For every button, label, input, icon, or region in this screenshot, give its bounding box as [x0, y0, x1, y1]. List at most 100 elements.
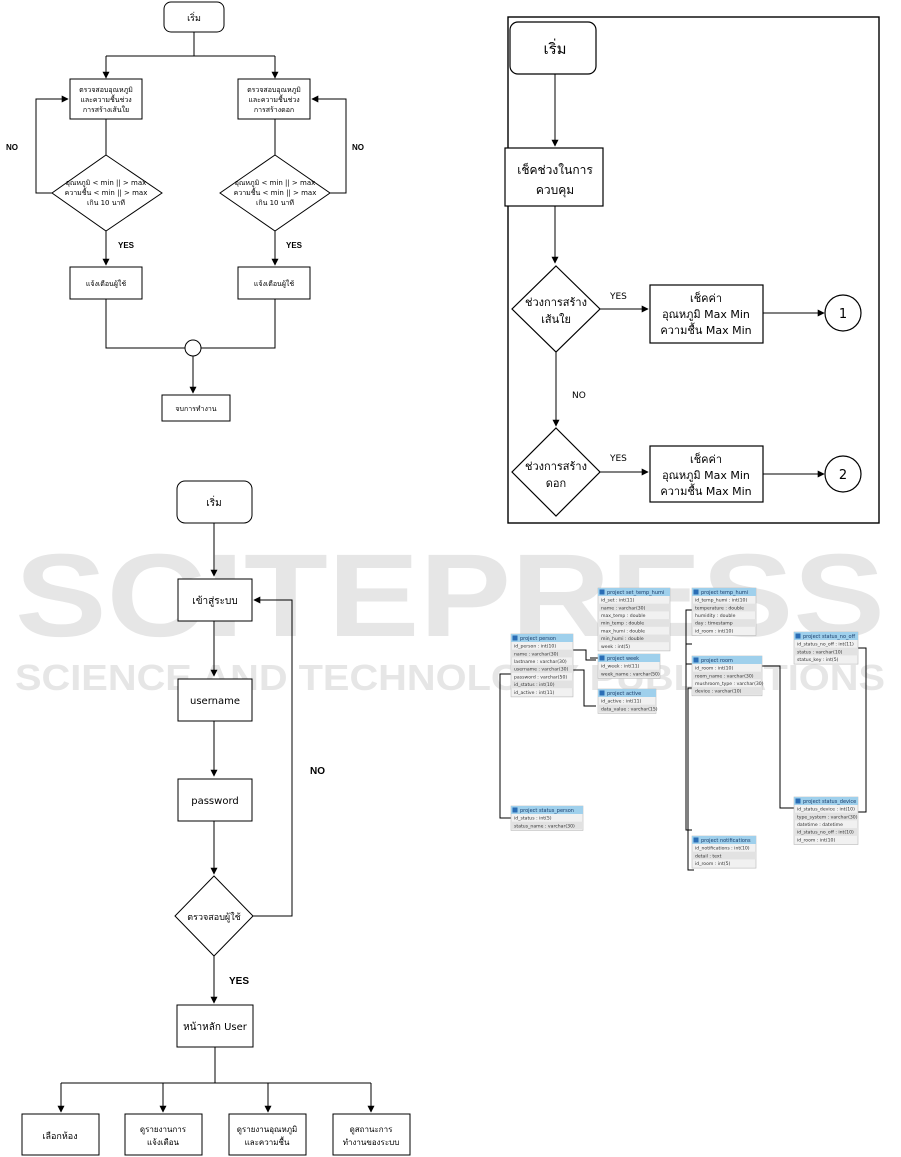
flow2-values2-line1: เช็คค่า	[690, 452, 722, 466]
flow1-left-check-line1: ตรวจสอบอุณหภูมิ	[79, 86, 133, 94]
er-table: project person id_person : int(10)name : …	[510, 633, 574, 698]
flow2-connector-1-label: 1	[839, 307, 847, 322]
flow2-start-label: เริ่ม	[543, 38, 566, 58]
er-row-stripe	[692, 851, 756, 860]
er-table-name: project room	[701, 658, 733, 664]
table-icon	[693, 657, 699, 663]
er-table-column: username : varchar(30)	[514, 667, 569, 673]
flow3-username-box	[177, 678, 253, 722]
er-table-name: project status_person	[520, 808, 574, 814]
flow1-left-no-label: NO	[6, 143, 18, 152]
er-table-column: device : varchar(10)	[695, 689, 742, 695]
flow1-end-label: จบการทำงาน	[175, 405, 216, 413]
flow2-check-period-line1: เช็คช่วงในการ	[517, 162, 593, 177]
flow3-menu-1-line1: เลือกห้อง	[42, 1131, 77, 1142]
table-icon	[599, 655, 605, 661]
er-table-header	[692, 588, 756, 596]
er-table-column: id_room : int(10)	[797, 837, 835, 843]
er-row-stripe	[794, 812, 858, 821]
er-table-column: id_room : int(5)	[695, 861, 731, 867]
flow3-home-box	[176, 1004, 254, 1048]
er-table-column: id_active : int(11)	[514, 690, 555, 696]
er-table-name: project week	[607, 656, 639, 662]
flow2-yes-label-1: YES	[609, 292, 627, 302]
er-table-column: datetime : datetime	[797, 822, 843, 828]
flow1-right-cond-line2: ความชื้น < min || > max	[234, 186, 317, 197]
flow3-home-label: หน้าหลัก User	[183, 1021, 248, 1033]
flow2-mycelium-line1: ช่วงการสร้าง	[525, 296, 587, 309]
er-table-column: max_humi : double	[601, 628, 645, 634]
er-table-name: project person	[520, 636, 556, 642]
flowchart-control-period-text: เริ่ม เช็คช่วงในการ ควบคุม ช่วงการสร้าง …	[517, 38, 847, 498]
er-table-column: id_status : int(10)	[514, 682, 555, 688]
flow3-check-user-label: ตรวจสอบผู้ใช้	[187, 912, 240, 923]
er-table-column: id_status_device : int(10)	[797, 807, 855, 813]
table-icon	[693, 837, 699, 843]
flow3-yes-label: YES	[229, 976, 249, 987]
er-table-column: data_value : varchar(15)	[601, 706, 658, 712]
er-table-column: name : varchar(30)	[514, 651, 559, 657]
flow2-values1-line1: เช็คค่า	[690, 291, 722, 305]
flow1-left-check-box	[69, 78, 143, 120]
flow1-left-cond-line2: ความชื้น < min || > max	[65, 186, 148, 197]
er-table-column: room_name : varchar(30)	[695, 673, 754, 679]
er-table-column: day : timestamp	[695, 621, 733, 627]
flow1-start-label: เริ่ม	[187, 11, 201, 24]
er-rel-room-notif	[687, 687, 694, 871]
er-table-column: mushroom_type : varchar(30)	[695, 681, 764, 687]
flow2-connector-2-label: 2	[839, 468, 847, 483]
er-rel-person-status	[499, 673, 511, 819]
er-table-column: id_week : int(11)	[601, 664, 640, 670]
er-row-stripe	[598, 669, 660, 678]
flow1-end-box	[161, 394, 231, 422]
table-icon	[512, 635, 518, 641]
er-table-name: project temp_humi	[701, 590, 748, 596]
flowchart-monitoring-text: เริ่ม ตรวจสอบอุณหภูมิ และความชื้นช่วง กา…	[6, 11, 364, 413]
flow1-left-notify-box	[69, 266, 143, 300]
flow2-connector-1	[824, 294, 862, 332]
flow1-left-cond-line3: เกิน 10 นาที	[87, 199, 125, 207]
er-table-column: id_status : int(5)	[514, 816, 552, 822]
er-table-column: id_temp_humi : int(10)	[695, 598, 747, 604]
flow3-menu-4-line2: ทำงานของระบบ	[343, 1138, 400, 1147]
flow1-left-cond-line1: อุณหภูมิ < min || > max	[66, 179, 147, 187]
er-row-stripe	[692, 687, 762, 695]
flow1-right-check-line2: และความชื้นช่วง	[248, 93, 299, 104]
er-relations	[499, 609, 867, 871]
er-table-column: password : varchar(50)	[514, 674, 567, 680]
er-table-column: id_person : int(10)	[514, 644, 556, 650]
table-icon	[693, 589, 699, 595]
flow3-username-label: username	[190, 696, 240, 707]
er-row-stripe	[794, 828, 858, 836]
er-row-stripe	[511, 665, 573, 673]
er-table-column: max_temp : double	[601, 613, 646, 619]
flow3-password-label: password	[191, 796, 238, 807]
er-table-column: lastname : varchar(30)	[514, 659, 567, 665]
er-row-stripe	[598, 704, 656, 713]
table-icon	[512, 807, 518, 813]
table-icon	[795, 798, 801, 804]
er-table-column: week : int(5)	[601, 644, 630, 650]
flow2-check-values-box-1	[649, 284, 764, 344]
flow2-values1-line3: ความชื้น Max Min	[660, 322, 751, 337]
flow1-right-check-line1: ตรวจสอบอุณหภูมิ	[247, 86, 301, 94]
flow3-start-label: เริ่ม	[206, 495, 221, 509]
er-table-column: status_name : varchar(30)	[514, 823, 575, 829]
flow3-menu-box-3	[228, 1113, 307, 1156]
er-table-header	[598, 654, 660, 662]
er-table-column: status_key : int(5)	[797, 657, 839, 663]
er-table-column: id_active : int(11)	[601, 699, 642, 705]
flow1-right-notify-label: แจ้งเตือนผู้ใช้	[254, 279, 294, 288]
er-table: project status_person id_status : int(5)s…	[510, 805, 584, 831]
flow1-merge-node	[184, 339, 202, 357]
er-table-header	[511, 806, 583, 814]
flow3-password-box	[177, 778, 253, 822]
flow2-values1-line2: อุณหภูมิ Max Min	[662, 308, 750, 321]
